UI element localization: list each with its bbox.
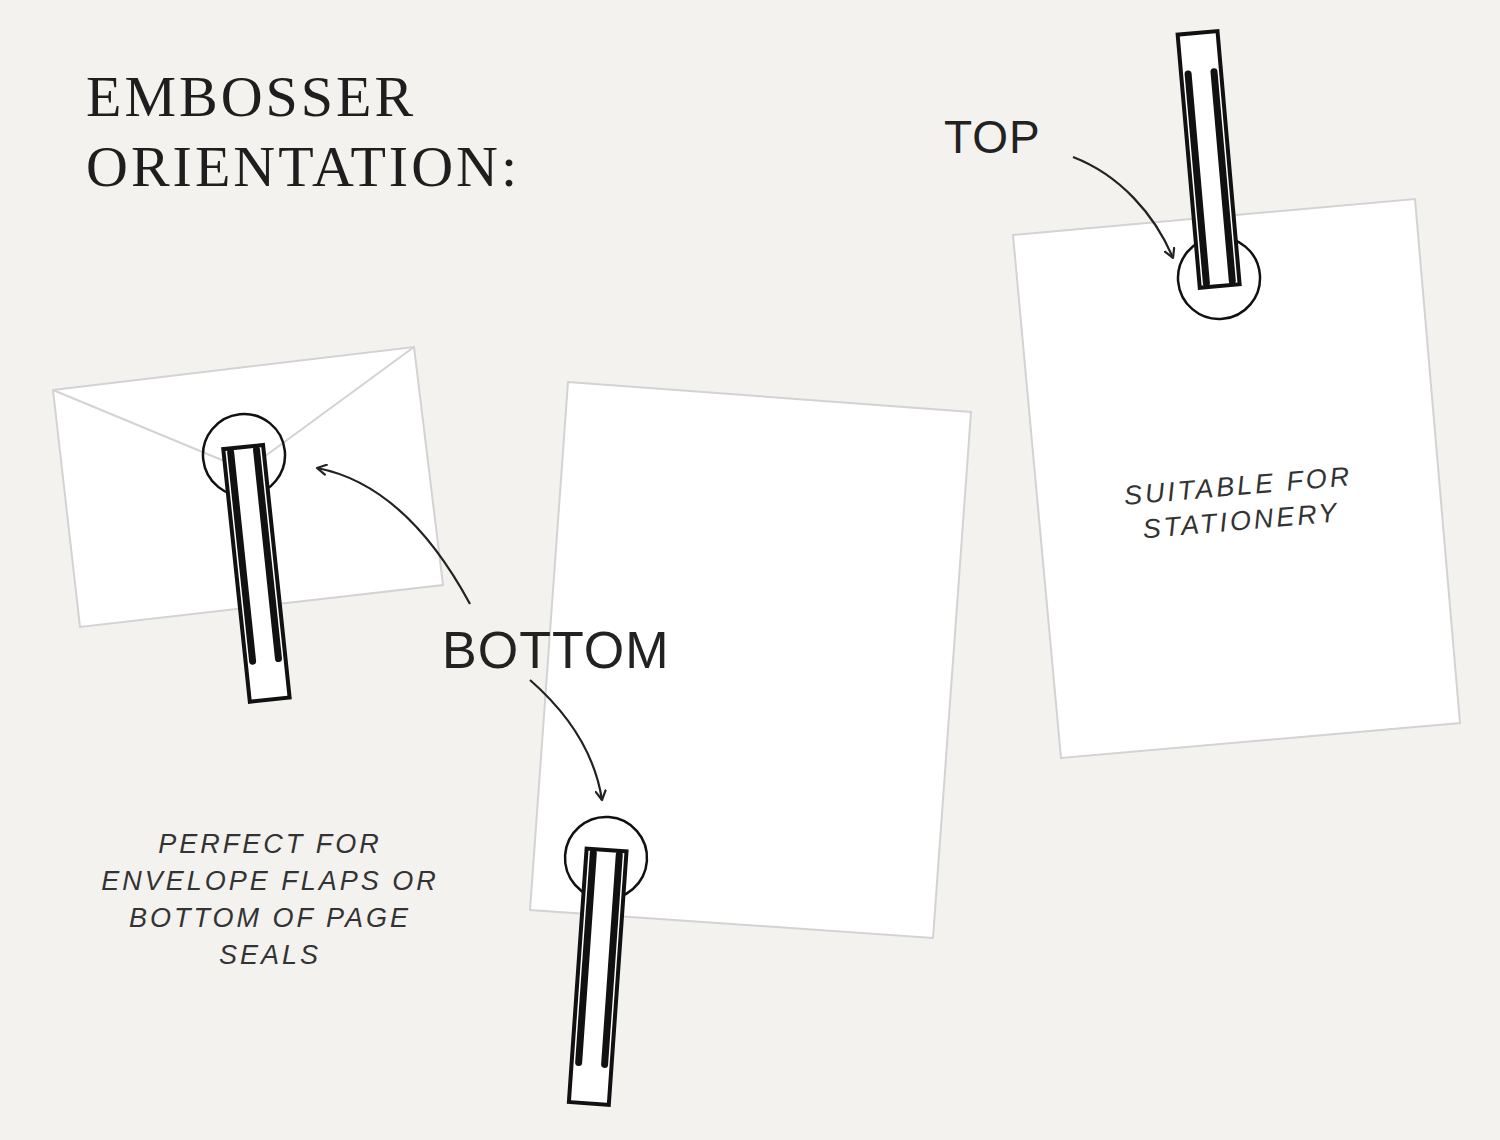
leader-arrow (1073, 157, 1173, 258)
orientation-label: BOTTOM (442, 620, 669, 680)
title: EMBOSSER ORIENTATION: (86, 62, 626, 202)
leader-arrow (317, 468, 470, 604)
orientation-label: TOP (944, 110, 1041, 164)
embosser (199, 410, 311, 704)
embosser (1157, 29, 1264, 322)
leader-arrow (530, 680, 602, 800)
note: SUITABLE FOR STATIONERY (1076, 455, 1404, 553)
note: PERFECT FOR ENVELOPE FLAPS OR BOTTOM OF … (95, 826, 445, 974)
embosser (548, 814, 650, 1106)
paper-sheet: SUITABLE FOR STATIONERY (1014, 200, 1461, 758)
